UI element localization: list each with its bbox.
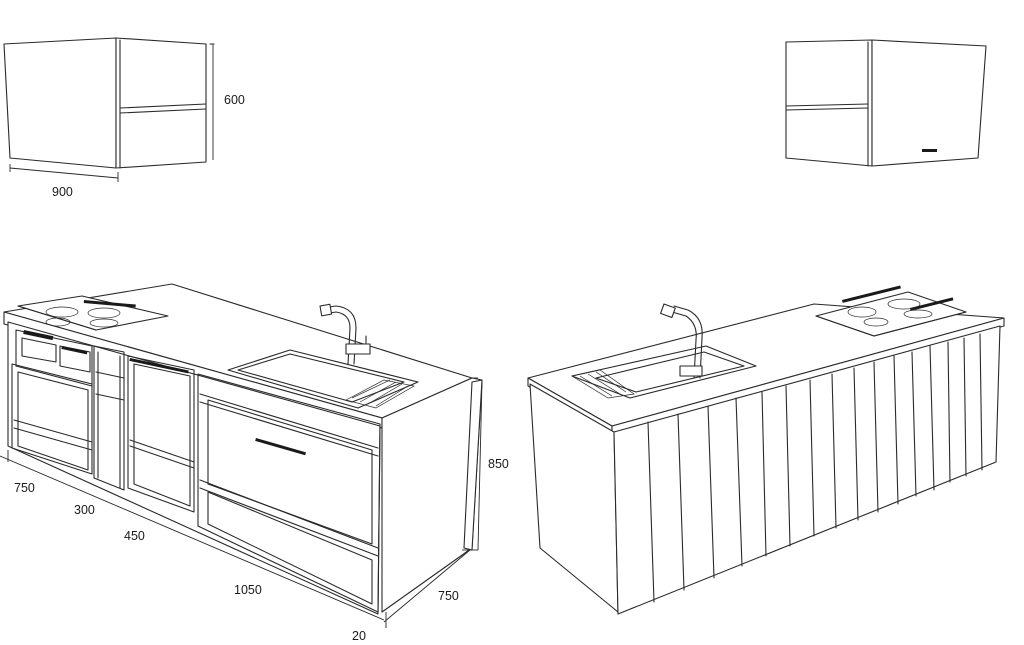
induction-cooktop-right — [815, 285, 967, 337]
faucet-left — [319, 303, 371, 365]
dim-run-2: 300 — [74, 503, 95, 517]
dim-run-3: 450 — [124, 529, 145, 543]
wall-cabinet-left — [3, 37, 215, 182]
panel-slats — [647, 333, 983, 603]
dim-island-height: 850 — [488, 457, 509, 471]
dim-island-depth: 750 — [438, 589, 459, 603]
dim-height-wall: 600 — [224, 93, 245, 107]
wall-cabinet-right — [785, 39, 987, 167]
logo-badge — [922, 149, 937, 152]
dim-run-1: 750 — [14, 481, 35, 495]
dishwasher — [127, 355, 195, 513]
sink-right — [571, 345, 757, 399]
dim-width-wall: 900 — [52, 185, 73, 199]
dim-run-4: 1050 — [234, 583, 262, 597]
oven-panel — [15, 329, 93, 387]
faucet-right — [660, 303, 703, 379]
island-right — [527, 285, 1005, 615]
island-left — [0, 283, 483, 628]
sink-left — [227, 349, 419, 409]
induction-cooktop-left — [17, 295, 169, 331]
dim-overhang: 20 — [352, 629, 366, 643]
